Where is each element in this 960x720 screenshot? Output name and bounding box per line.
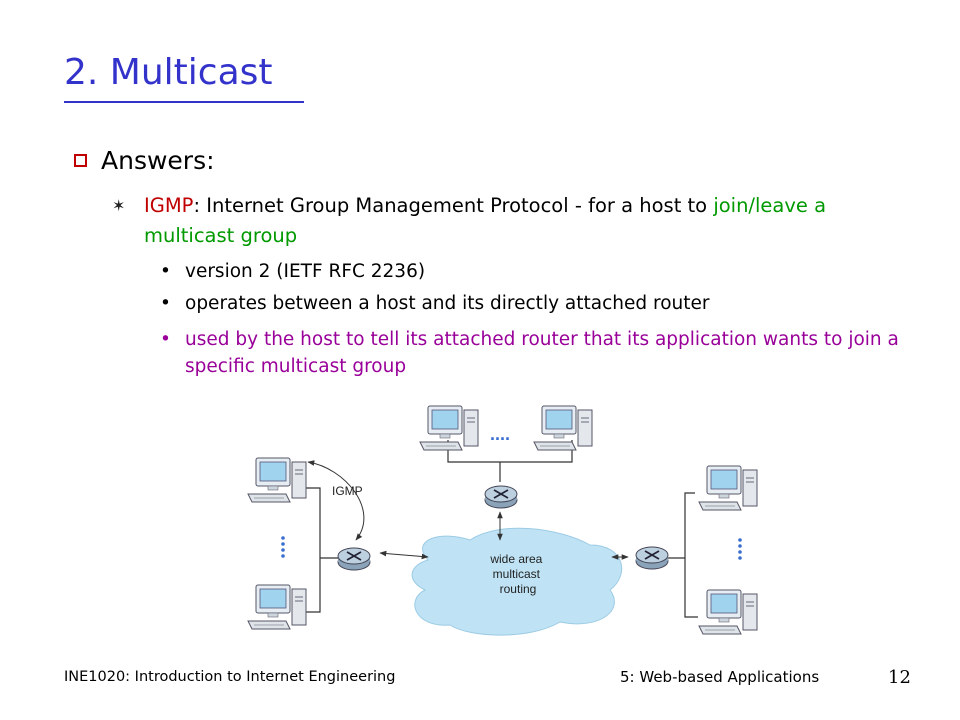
- right-vertical-dots: [738, 538, 742, 560]
- left-router-icon: [337, 547, 371, 571]
- checkbox-bullet-icon: [74, 154, 87, 167]
- right-bottom-host-icon: [698, 589, 758, 635]
- star-bullet-icon: ✶: [112, 196, 126, 215]
- igmp-label: IGMP: [332, 484, 363, 498]
- top-left-host-icon: [419, 405, 479, 451]
- top-bus-line: [447, 440, 573, 463]
- right-bus-line: [684, 492, 698, 618]
- item-operates: • operates between a host and its direct…: [160, 290, 900, 317]
- item-operates-text: operates between a host and its directly…: [185, 293, 710, 314]
- top-dots: ....: [490, 424, 510, 444]
- item-version-text: version 2 (IETF RFC 2236): [185, 261, 426, 282]
- page-number: 12: [888, 667, 911, 688]
- item-used-by: • used by the host to tell its attached …: [160, 326, 900, 380]
- igmp-definition: : Internet Group Management Protocol - f…: [193, 194, 714, 217]
- cloud-label-1: wide area: [489, 552, 542, 566]
- cloud-label-2: multicast: [493, 567, 541, 581]
- wide-area-cloud: [411, 527, 623, 636]
- top-router-icon: [484, 485, 518, 509]
- igmp-arrow: [307, 460, 365, 541]
- left-top-host-icon: [247, 457, 307, 503]
- bullet-answers-label: Answers:: [101, 146, 215, 175]
- left-cloud-arrow: [379, 550, 429, 560]
- right-top-host-icon: [698, 465, 758, 511]
- igmp-purpose: join/leave a multicast group: [144, 194, 827, 247]
- dot-bullet-icon: •: [160, 293, 171, 314]
- slide-title: 2. Multicast: [64, 52, 273, 93]
- right-router-icon: [635, 546, 669, 570]
- left-bottom-host-icon: [247, 584, 307, 630]
- title-underline: [64, 101, 304, 103]
- left-vertical-dots: [281, 536, 285, 558]
- item-used-by-text: used by the host to tell its attached ro…: [185, 329, 899, 377]
- dot-bullet-icon: •: [160, 261, 171, 282]
- top-right-host-icon: [533, 405, 593, 451]
- footer-chapter: 5: Web-based Applications: [620, 668, 820, 686]
- left-bus-line: [305, 487, 321, 613]
- dot-bullet-icon: •: [160, 329, 171, 350]
- cloud-label-3: routing: [500, 582, 537, 596]
- bullet-answers: Answers:: [74, 146, 215, 175]
- sub-bullet-igmp: ✶ IGMP: Internet Group Management Protoc…: [112, 191, 902, 251]
- svg-text:wide area multicast ro: wide area multicast routing: [489, 552, 545, 596]
- item-version: • version 2 (IETF RFC 2236): [160, 258, 900, 285]
- igmp-term: IGMP: [144, 194, 194, 217]
- footer-course: INE1020: Introduction to Internet Engine…: [64, 669, 396, 685]
